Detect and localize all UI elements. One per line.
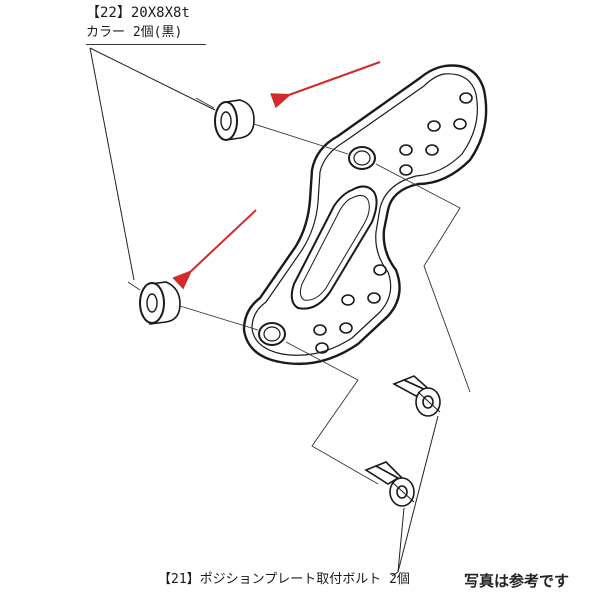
part22-number-label: 【22】20X8X8t (86, 5, 190, 21)
collar-upper (214, 99, 255, 141)
part22-description-label: カラー 2個(黒) (86, 25, 183, 40)
arrow-upper-collar (270, 61, 381, 109)
reference-photo-note: 写真は参考です (464, 572, 570, 590)
position-plate (242, 64, 488, 366)
part22-label-underline (86, 44, 206, 45)
red-arrows (172, 61, 381, 290)
arrow-lower-collar (172, 209, 257, 290)
part21-label: 【21】ポジションプレート取付ボルト 2個 (158, 572, 410, 587)
bolt-upper (392, 375, 441, 417)
assembly-axis-lines (127, 97, 471, 485)
bolt-lower (364, 461, 415, 507)
leader-lines-part22 (89, 47, 216, 281)
leader-lines-part21 (391, 415, 439, 577)
collar-lower (139, 281, 181, 325)
